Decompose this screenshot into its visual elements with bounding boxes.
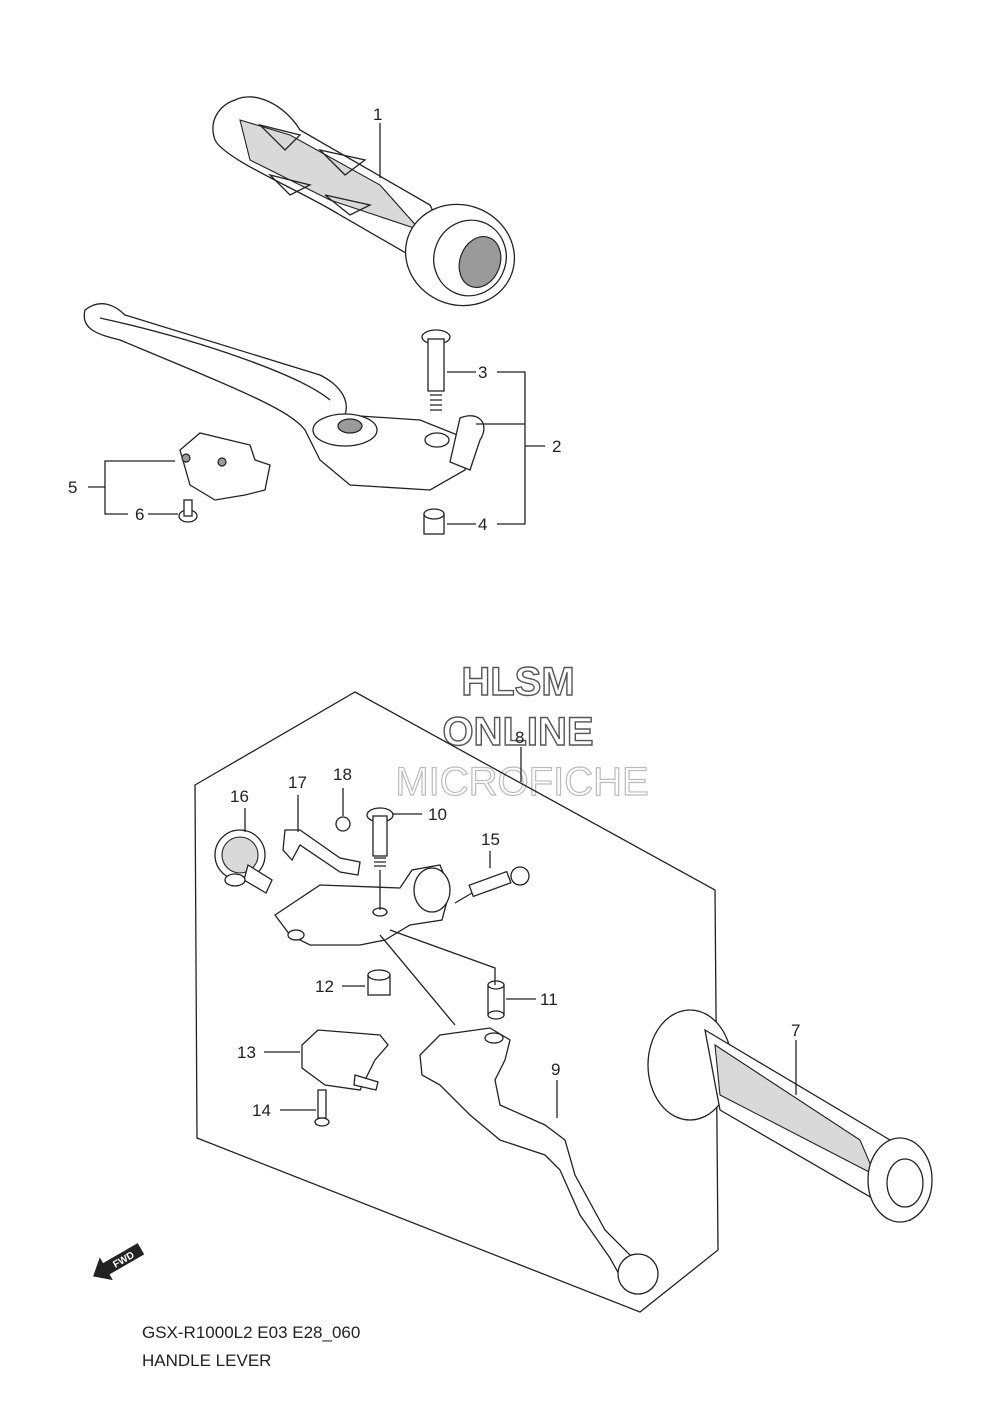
callout-7: 7 [791, 1021, 800, 1040]
callout-13: 13 [237, 1043, 256, 1062]
pivot-bolt-part-10[interactable] [366, 807, 394, 867]
bolt-part-15[interactable] [468, 866, 530, 898]
clutch-switch-part-13[interactable] [301, 1029, 389, 1091]
callout-16: 16 [230, 787, 249, 806]
brake-lever-part-2[interactable] [83, 303, 485, 491]
fwd-label: FWD [111, 1250, 136, 1271]
watermark-line-2: ONLINE [442, 710, 593, 754]
callout-14: 14 [252, 1101, 271, 1120]
clip-part-17[interactable] [282, 829, 361, 876]
callout-12: 12 [315, 977, 334, 996]
nut-part-18[interactable] [335, 816, 351, 832]
bushing-part-4[interactable] [423, 508, 445, 535]
kit-boundary-part-8 [194, 691, 719, 1313]
caption-title: HANDLE LEVER [142, 1351, 271, 1370]
bushing-part-11[interactable] [487, 980, 505, 1020]
stop-switch-part-5[interactable] [179, 432, 271, 501]
grip-part-1[interactable] [212, 96, 529, 321]
callout-9: 9 [551, 1060, 560, 1079]
lever-holder[interactable] [274, 864, 451, 946]
callout-6: 6 [135, 505, 144, 524]
clutch-lever-part-9[interactable] [419, 1027, 659, 1295]
callout-3: 3 [478, 363, 487, 382]
leader-lines-bottom [244, 747, 797, 1118]
callout-4: 4 [478, 515, 487, 534]
grip-part-7[interactable] [647, 1009, 933, 1223]
pivot-bolt-part-3[interactable] [421, 329, 451, 411]
watermark-line-3: MICROFICHE [395, 760, 648, 804]
callout-2: 2 [552, 437, 561, 456]
caption-model: GSX-R1000L2 E03 E28_060 [142, 1323, 360, 1342]
screw-part-6[interactable] [178, 499, 198, 523]
callout-15: 15 [481, 830, 500, 849]
adjuster-part-16[interactable] [214, 829, 273, 894]
callout-17: 17 [288, 773, 307, 792]
callout-5: 5 [68, 478, 77, 497]
callout-11: 11 [540, 990, 558, 1009]
fwd-arrow-icon: FWD [93, 1243, 145, 1281]
leader-lines-top [88, 123, 545, 525]
callout-1: 1 [373, 105, 382, 124]
watermark-line-1: HLSM [461, 660, 574, 704]
callout-8: 8 [515, 728, 524, 747]
callout-18: 18 [333, 765, 352, 784]
screw-part-14[interactable] [314, 1089, 330, 1127]
callout-10: 10 [428, 805, 447, 824]
collar-part-12[interactable] [367, 969, 391, 996]
